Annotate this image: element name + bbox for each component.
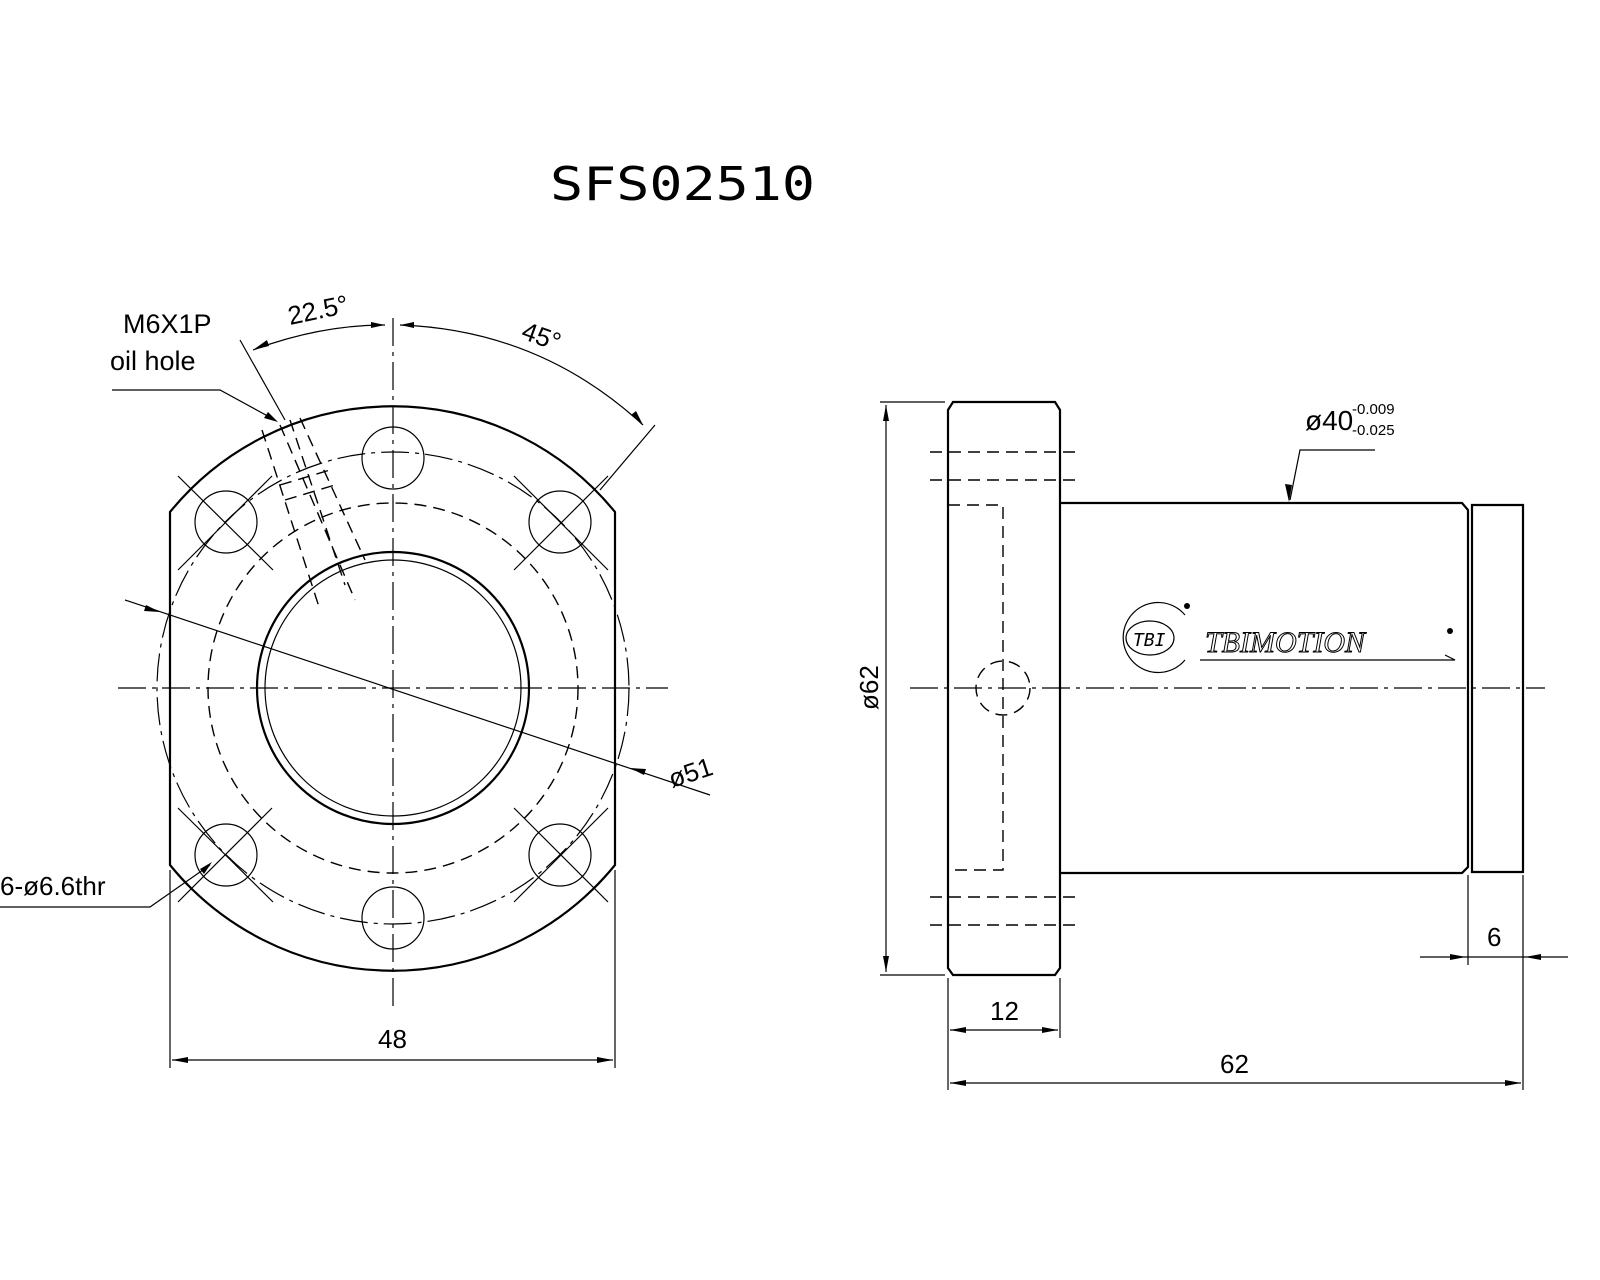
angle-22-5-label: 22.5° [285, 289, 351, 331]
centerlines [118, 318, 668, 1010]
end-seal [1470, 503, 1525, 874]
tolerance-lower: -0.025 [1352, 422, 1395, 439]
flange-thickness-label: 12 [990, 996, 1019, 1026]
oil-hole-label: oil hole [110, 346, 196, 376]
oil-hole [261, 417, 366, 611]
holes-label: 6-ø6.6thr [0, 871, 106, 901]
total-length-label: 62 [1220, 1049, 1249, 1079]
body-diameter-label: ø40 [1305, 405, 1353, 436]
side-view: ø62 ø40 -0.009 -0.025 TBI TBIMOTION 12 6… [854, 400, 1568, 1090]
nut-body [1060, 501, 1470, 875]
width-label: 48 [378, 1024, 407, 1054]
logo-mark: TBI [1133, 630, 1166, 651]
flange-outline [168, 405, 617, 972]
oil-hole-thread-label: M6X1P [123, 309, 212, 339]
outer-diameter-label: ø62 [854, 665, 884, 710]
front-view: 22.5° 45° M6X1P oil hole ø51 6-ø6.6thr 4… [0, 289, 716, 1068]
flange-side [946, 400, 1062, 977]
mounting-holes [177, 426, 609, 950]
tbimotion-logo: TBI TBIMOTION [1122, 601, 1456, 674]
logo-text: TBIMOTION [1205, 626, 1367, 659]
drawing-title: SFS02510 [550, 157, 815, 211]
tolerance-upper: -0.009 [1352, 401, 1395, 418]
bolt-circle-label: ø51 [665, 751, 717, 793]
end-length-label: 6 [1487, 922, 1501, 952]
